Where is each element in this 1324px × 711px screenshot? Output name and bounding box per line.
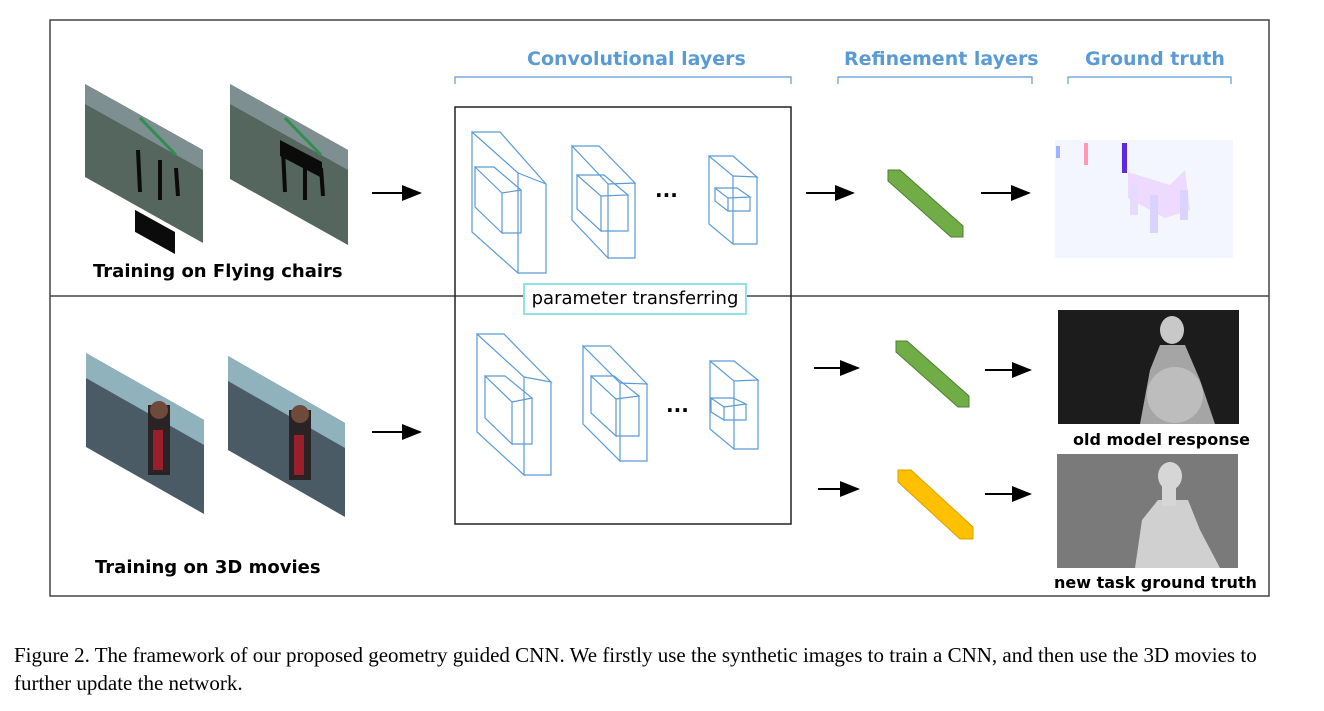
top-refinement-layer [887,169,964,238]
convolutional-layers-header: Convolutional layers [527,48,746,70]
bottom-refinement-layer-green [895,340,970,408]
new-task-ground-truth-image [1057,454,1238,568]
refinement-layers-header: Refinement layers [844,48,1039,70]
top-conv-cube-2 [571,144,637,260]
figure-caption: Figure 2. The framework of our proposed … [14,643,1257,695]
bottom-conv-cube-2 [582,344,649,463]
bottom-input-image-2 [228,356,345,517]
convolutional-bracket [454,76,792,84]
bottom-conv-cube-3 [709,359,760,451]
conv-layers-box [454,106,792,525]
bottom-refinement-layer-yellow [897,469,974,540]
bottom-conv-ellipsis: ... [666,393,689,417]
flow-ground-truth-image [1055,140,1233,258]
old-model-response-label: old model response [1073,430,1250,449]
refinement-bracket [837,76,1033,84]
top-conv-cube-3 [708,154,759,246]
parameter-transferring-box: parameter transferring [523,283,747,315]
bottom-input-image-1 [86,353,204,514]
bottom-row-label: Training on 3D movies [95,557,321,578]
new-task-ground-truth-label: new task ground truth [1054,573,1257,592]
old-model-response-image [1058,310,1239,424]
top-input-image-2 [230,84,348,245]
ground-truth-header: Ground truth [1085,48,1225,70]
top-conv-ellipsis: ... [655,178,678,202]
top-row-label: Training on Flying chairs [93,261,343,282]
bottom-conv-cube-1 [476,332,553,477]
ground-truth-bracket [1067,76,1232,84]
top-conv-cube-1 [471,130,547,275]
top-input-image-1 [85,84,203,255]
figure-frame [49,19,1270,597]
